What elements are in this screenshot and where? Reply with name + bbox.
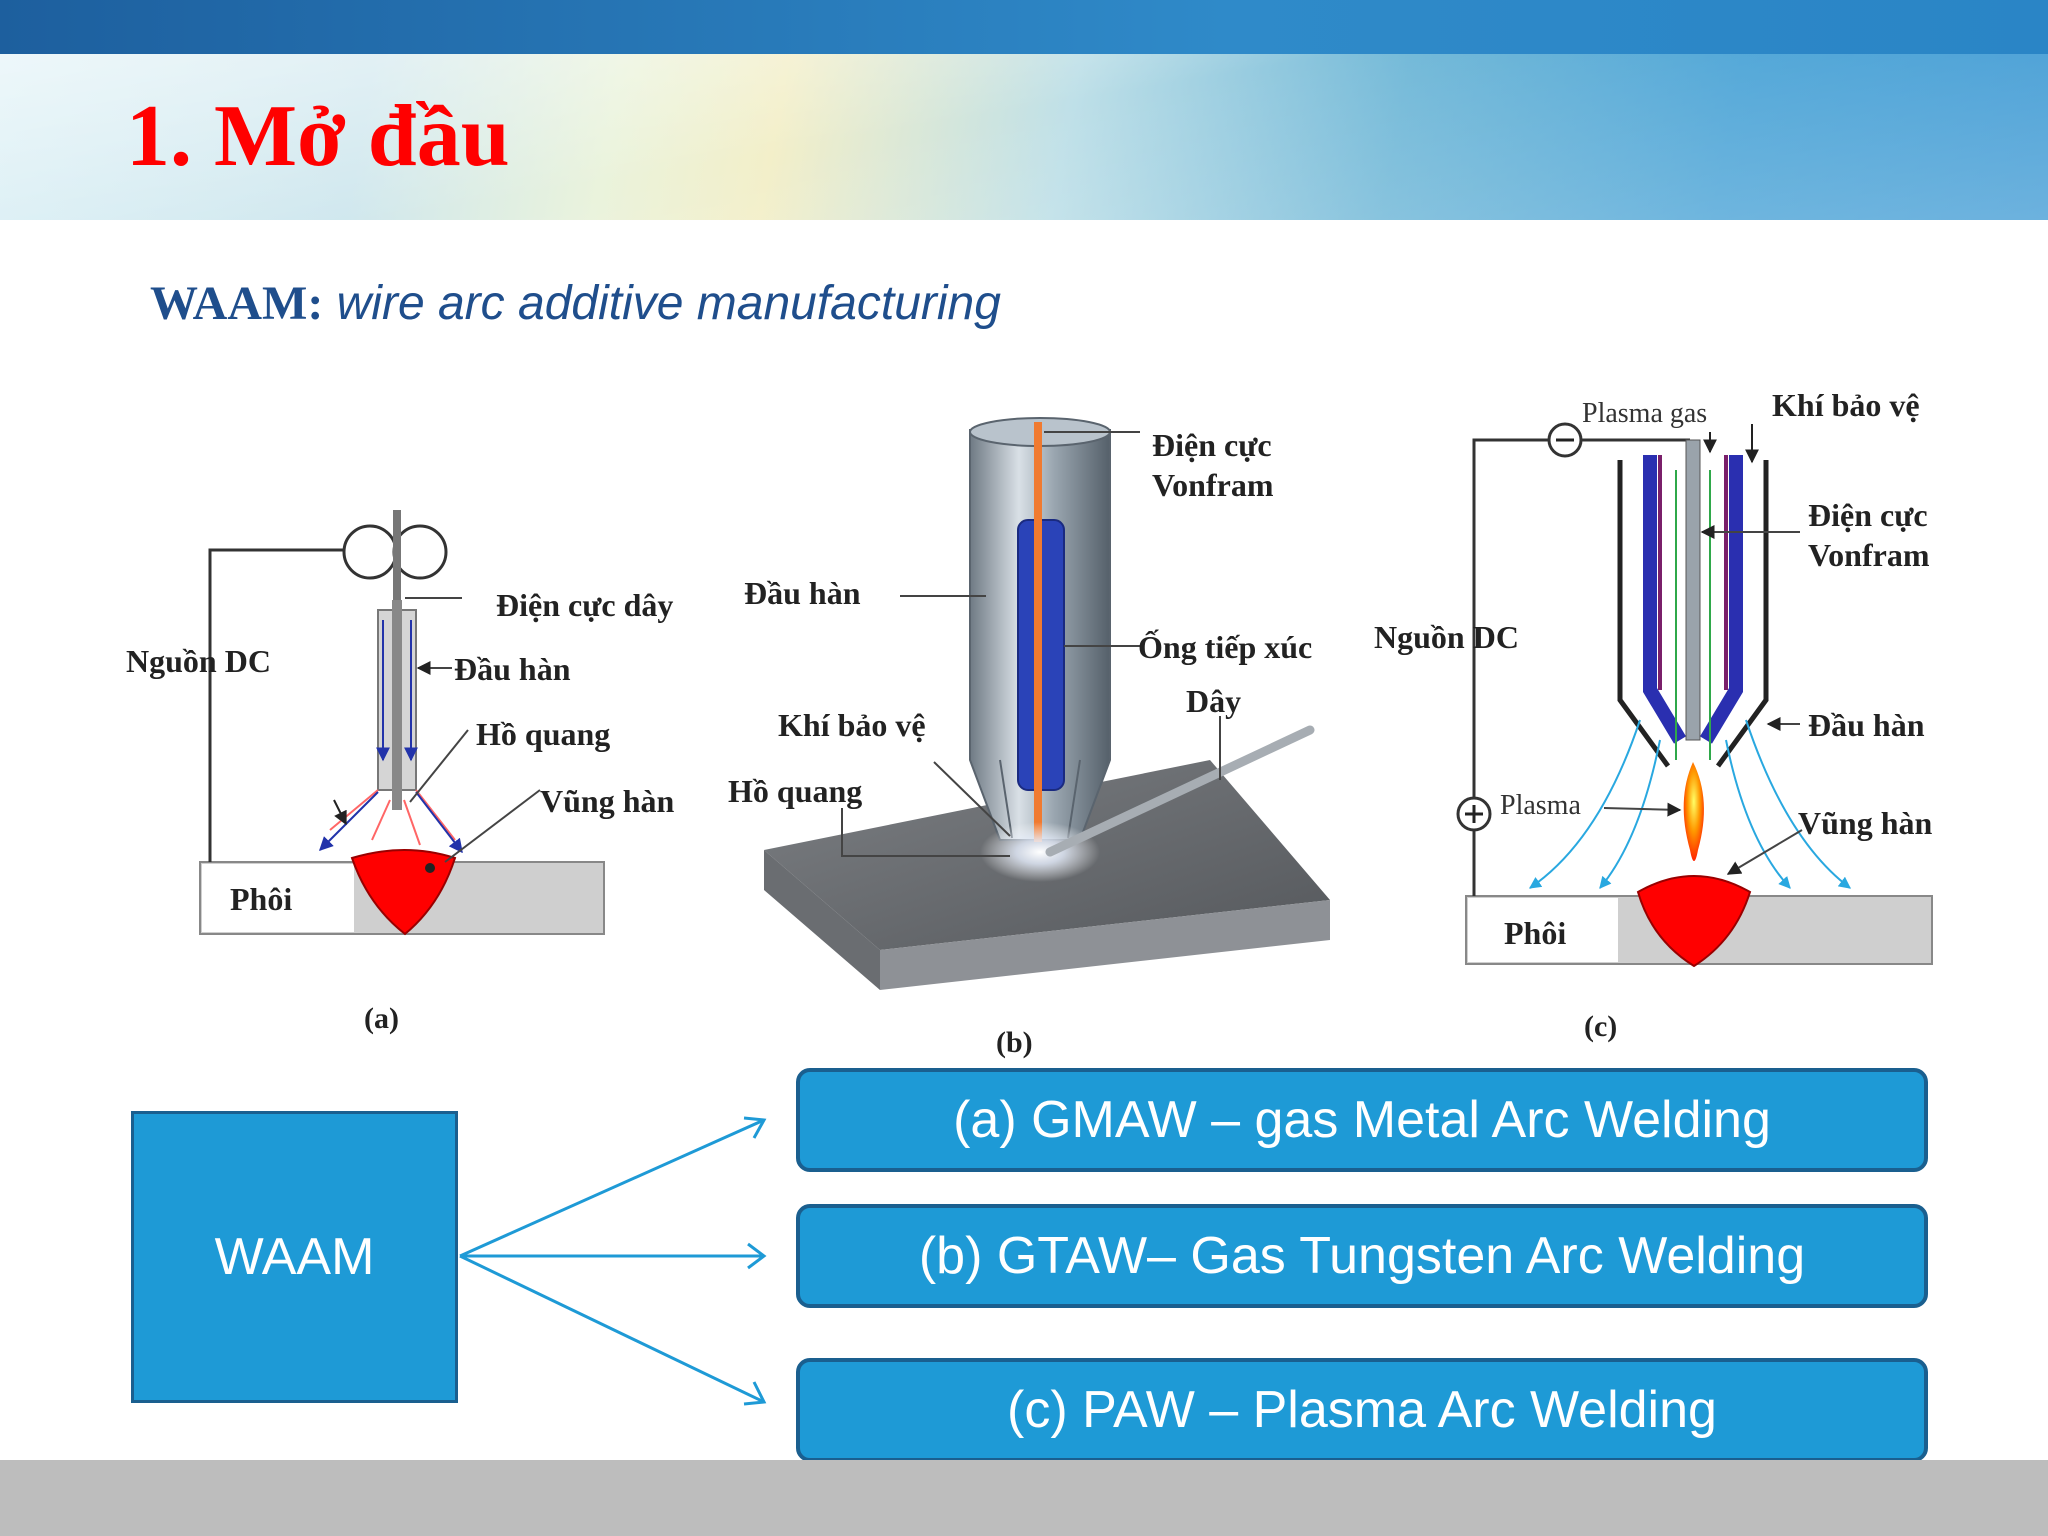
caption-a: (a)	[364, 1002, 399, 1035]
subtitle: WAAM: wire arc additive manufacturing	[150, 276, 1001, 331]
label-a-pool: Vũng hàn	[540, 783, 675, 819]
method-box-gtaw: (b) GTAW– Gas Tungsten Arc Welding	[796, 1204, 1928, 1308]
label-b-electrode2: Vonfram	[1152, 467, 1274, 503]
arrow-to-gmaw	[459, 1118, 765, 1258]
arrow-to-paw	[459, 1254, 765, 1404]
method-label-paw: (c) PAW – Plasma Arc Welding	[1007, 1381, 1717, 1439]
label-b-arc: Hồ quang	[728, 773, 862, 809]
label-c-torch: Đầu hàn	[1808, 707, 1925, 743]
label-a-source: Nguồn DC	[126, 643, 271, 679]
label-c-plasma-gas: Plasma gas	[1582, 398, 1707, 429]
method-label-gmaw: (a) GMAW – gas Metal Arc Welding	[953, 1091, 1771, 1149]
waam-root-label: WAAM	[214, 1228, 375, 1286]
diagram-c-paw: Plasma gas Khí bảo vệ Điện cực Vonfram N…	[1374, 387, 1933, 1043]
label-c-source: Nguồn DC	[1374, 619, 1519, 655]
label-b-shield-gas: Khí bảo vệ	[778, 707, 926, 743]
method-box-gmaw: (a) GMAW – gas Metal Arc Welding	[796, 1068, 1928, 1172]
label-b-contact-tube: Ống tiếp xúc	[1138, 629, 1312, 665]
header-banner	[0, 54, 2048, 220]
label-b-torch: Đầu hàn	[744, 575, 861, 611]
caption-c: (c)	[1584, 1010, 1617, 1043]
welding-diagrams: Nguồn DC Điện cực dây Đầu hàn Hồ quang V…	[126, 387, 1933, 1059]
label-b-electrode: Điện cực	[1152, 427, 1272, 463]
label-c-electrode: Điện cực	[1808, 497, 1928, 533]
label-a-torch: Đầu hàn	[454, 651, 571, 687]
label-c-pool: Vũng hàn	[1798, 805, 1933, 841]
method-label-gtaw: (b) GTAW– Gas Tungsten Arc Welding	[918, 1227, 1806, 1285]
label-c-electrode2: Vonfram	[1808, 537, 1930, 573]
label-a-arc: Hồ quang	[476, 716, 610, 752]
label-b-wire: Dây	[1186, 683, 1241, 719]
top-bar	[0, 0, 2048, 54]
label-a-workpiece: Phôi	[230, 881, 292, 917]
label-c-shield-gas: Khí bảo vệ	[1772, 387, 1920, 423]
subtitle-full: wire arc additive manufacturing	[323, 277, 1001, 330]
footer-bar	[0, 1460, 2048, 1536]
waam-root-box: WAAM	[131, 1111, 458, 1403]
method-box-paw: (c) PAW – Plasma Arc Welding	[796, 1358, 1928, 1462]
label-c-workpiece: Phôi	[1504, 915, 1566, 951]
subtitle-acronym: WAAM:	[150, 277, 324, 330]
diagram-a-gmaw: Nguồn DC Điện cực dây Đầu hàn Hồ quang V…	[126, 510, 675, 1035]
caption-b: (b)	[996, 1026, 1033, 1059]
diagram-b-gtaw: Điện cực Vonfram Đầu hàn Ống tiếp xúc Dâ…	[728, 417, 1330, 1059]
label-c-plasma: Plasma	[1500, 790, 1581, 821]
label-a-electrode: Điện cực dây	[496, 587, 673, 623]
page-title: 1. Mở đầu	[126, 88, 510, 185]
